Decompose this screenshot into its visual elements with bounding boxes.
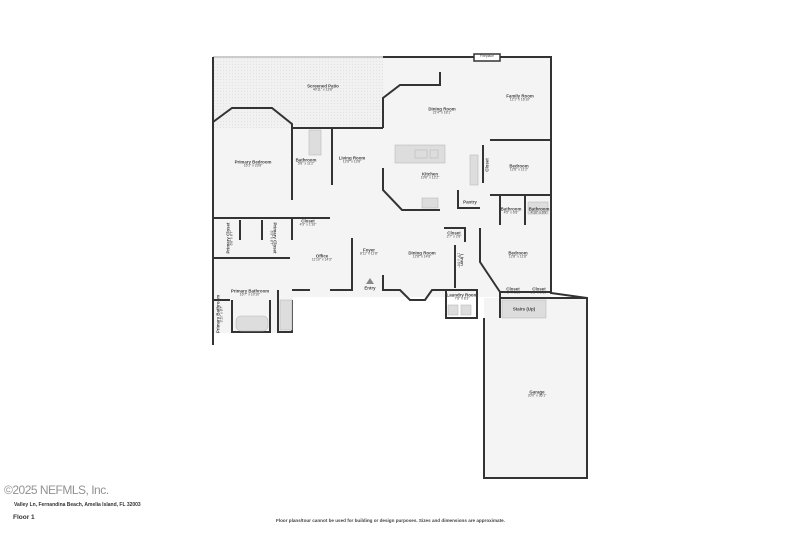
- tub: [527, 201, 549, 215]
- room-entry: Entry: [364, 285, 376, 291]
- fridge-counter: [469, 154, 479, 186]
- room-stairs: Stairs (Up): [512, 306, 536, 312]
- dryer: [460, 304, 472, 316]
- bathtub: [235, 315, 269, 332]
- primary-shower: [279, 299, 293, 331]
- fixtures: [235, 129, 549, 332]
- watermark: ©2025 NEFMLS, Inc.: [4, 483, 109, 497]
- shower: [308, 129, 322, 156]
- patio-hatch: [213, 57, 383, 128]
- fireplace: [473, 53, 501, 62]
- range: [421, 197, 439, 209]
- washer: [447, 304, 459, 316]
- stairs: [501, 299, 547, 319]
- entry-arrow-icon: [366, 278, 374, 284]
- cooktop: [429, 149, 439, 159]
- address: Valley Ln, Fernandina Beach, Amelia Isla…: [14, 502, 141, 508]
- floor-label: Floor 1: [13, 514, 35, 521]
- room-pantry: Pantry: [463, 199, 477, 205]
- room-closet: Closet: [484, 158, 490, 172]
- floor-area: [213, 57, 587, 478]
- fireplace-label: Fireplace: [480, 54, 494, 59]
- sink: [414, 149, 428, 159]
- disclaimer: Floor plans/tour cannot be used for buil…: [276, 518, 505, 523]
